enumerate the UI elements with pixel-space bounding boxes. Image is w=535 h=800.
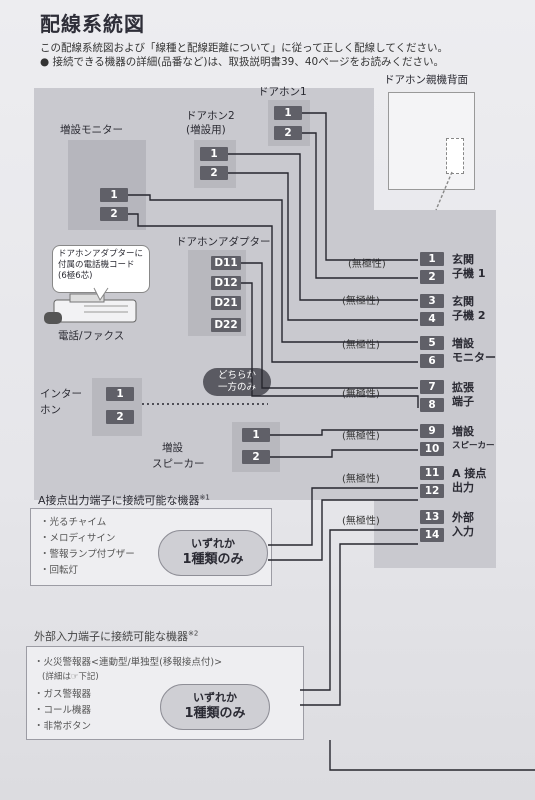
terminal-label-2-a: 増設 [452,337,474,350]
intercom-terminal-2: 2 [106,410,134,424]
callout-line-2: 一方のみ [217,382,256,393]
callout-line-1: どちらか [217,370,256,381]
ext-monitor-terminal-2: 2 [100,207,128,221]
terminal-label-1-b: 子機 2 [452,309,486,322]
ext-oval-line-1: いずれか [193,691,237,704]
terminal-label-4-b: スピーカー [452,441,495,451]
intercom-label-1: インター [40,388,82,400]
ext-input-item-3: ・ガス警報器 [34,689,92,700]
ext-oval-line-2: 1種類のみ [184,706,246,721]
parent-terminal-14: 14 [420,528,444,542]
non-polarity-6: (無極性) [342,474,380,485]
terminal-label-2-b: モニター [452,351,496,364]
ext-input-item-1: ・火災警報器<連動型/単独型(移報接点付)> [34,657,223,668]
terminal-label-5-a: A 接点 [452,467,487,480]
doorphone1-label: ドアホン1 [258,86,307,98]
a-contact-choice-oval: いずれか 1種類のみ [158,530,268,576]
doorphone2-label: ドアホン2 [186,110,235,122]
ext-speaker-label-1: 増設 [162,442,183,454]
intro-line-2: ● 接続できる機器の詳細(品番など)は、取扱説明書39、40ページをお読みくださ… [40,56,444,68]
terminal-label-6-a: 外部 [452,511,474,524]
non-polarity-7: (無極性) [342,516,380,527]
a-contact-title: A接点出力端子に接続可能な機器※1 [38,492,210,508]
ext-input-item-2: (詳細は☞下記) [42,672,99,682]
terminal-label-0-a: 玄関 [452,253,474,266]
doorphone2-terminal-2: 2 [200,166,228,180]
terminal-label-3-b: 端子 [452,395,474,408]
parent-terminal-12: 12 [420,484,444,498]
ext-speaker-terminal-1: 1 [242,428,270,442]
parent-terminal-2: 2 [420,270,444,284]
phone-fax-label: 電話/ファクス [58,330,125,342]
adapter-terminal-d21: D21 [211,296,241,310]
parent-terminal-7: 7 [420,380,444,394]
ext-monitor-terminal-1: 1 [100,188,128,202]
ext-speaker-terminal-2: 2 [242,450,270,464]
ext-speaker-label-2: スピーカー [152,458,205,470]
a-oval-line-1: いずれか [191,537,235,550]
parent-terminal-5: 5 [420,336,444,350]
doorphone2-terminal-1: 1 [200,147,228,161]
phone-cord-note-line-1: ドアホンアダプターに [58,249,144,259]
non-polarity-1: (無極性) [348,259,386,270]
intercom-label-2: ホン [40,404,61,416]
parent-terminal-10: 10 [420,442,444,456]
adapter-terminal-d22: D22 [211,318,241,332]
parent-terminal-8: 8 [420,398,444,412]
terminal-label-1-a: 玄関 [452,295,474,308]
parent-terminal-3: 3 [420,294,444,308]
terminal-slot-icon [446,138,464,174]
parent-back-label: ドアホン親機背面 [384,74,468,86]
phone-cord-note-line-2: 付属の電話機コード [58,260,135,270]
a-contact-item-2: ・メロディサイン [40,533,116,544]
ext-input-title-text: 外部入力端子に接続可能な機器 [34,630,188,643]
ext-input-item-5: ・非常ボタン [34,721,92,732]
parent-terminal-13: 13 [420,510,444,524]
ext-input-item-4: ・コール機器 [34,705,92,716]
intercom-terminal-1: 1 [106,387,134,401]
terminal-label-6-b: 入力 [452,525,474,538]
either-one-callout: どちらか 一方のみ [203,368,271,396]
ext-input-title: 外部入力端子に接続可能な機器※2 [34,628,198,644]
a-contact-note: ※1 [199,493,210,502]
a-contact-title-text: A接点出力端子に接続可能な機器 [38,494,200,507]
doorphone1-terminal-1: 1 [274,106,302,120]
ext-input-note: ※2 [188,629,199,638]
parent-terminal-6: 6 [420,354,444,368]
a-contact-item-3: ・警報ランプ付ブザー [40,549,135,560]
parent-terminal-1: 1 [420,252,444,266]
adapter-terminal-d12: D12 [211,276,241,290]
non-polarity-3: (無極性) [342,340,380,351]
terminal-label-0-b: 子機 1 [452,267,486,280]
ext-monitor-label: 増設モニター [60,124,123,136]
parent-terminal-9: 9 [420,424,444,438]
non-polarity-2: (無極性) [342,296,380,307]
non-polarity-4: (無極性) [342,389,380,400]
parent-terminal-4: 4 [420,312,444,326]
door-adapter-label: ドアホンアダプター [176,236,271,248]
terminal-label-4-a: 増設 [452,425,474,438]
a-contact-item-1: ・光るチャイム [40,517,107,528]
phone-fax-icon [44,293,137,324]
intro-line-1: この配線系統図および「線種と配線距離について」に従って正しく配線してください。 [40,42,449,54]
doorphone2-sublabel: (増設用) [186,124,226,136]
a-oval-line-2: 1種類のみ [182,552,244,567]
adapter-terminal-d11: D11 [211,256,241,270]
terminal-label-5-b: 出力 [452,481,474,494]
terminal-label-3-a: 拡張 [452,381,474,394]
doorphone1-terminal-2: 2 [274,126,302,140]
non-polarity-5: (無極性) [342,431,380,442]
phone-cord-note: ドアホンアダプターに 付属の電話機コード (6極6芯) [52,245,150,293]
a-contact-item-4: ・回転灯 [40,565,79,576]
parent-terminal-11: 11 [420,466,444,480]
page-title: 配線系統図 [40,12,145,36]
ext-input-choice-oval: いずれか 1種類のみ [160,684,270,730]
phone-cord-note-line-3: (6極6芯) [58,271,93,281]
